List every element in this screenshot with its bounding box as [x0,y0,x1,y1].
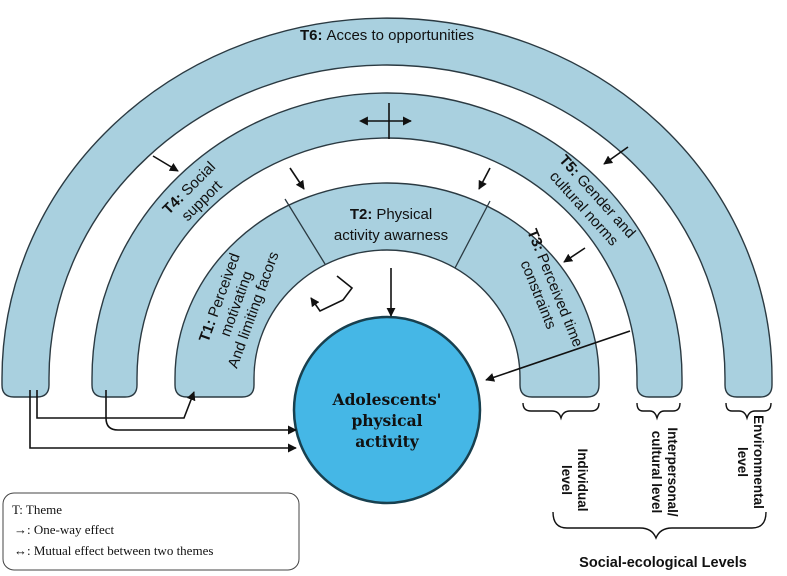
t6-label: T6:Acces to opportunities [300,27,474,44]
svg-text:Individual: Individual [575,448,590,511]
arrow-t6-base-to-t1 [36,390,196,419]
arrow-t6-to-t4 [152,155,179,172]
legend-box [2,492,300,571]
social-ecological-levels-title: Social-ecological Levels [579,555,747,571]
arrow-t4-to-t2 [289,167,305,190]
adolescents-physical-activity-circle [292,315,482,505]
svg-text:Environmental: Environmental [751,415,766,509]
label-individual-level: Individual level [559,448,590,511]
t2-label: T2:Physical activity awarness [334,206,448,244]
svg-text:activity: activity [355,432,420,451]
svg-text:Adolescents': Adolescents' [332,390,442,409]
legend-mutual: ↔: Mutual effect between two themes [14,543,213,558]
arrow-t5-to-t3 [563,247,586,263]
arrow-t4-base-to-center [105,390,297,435]
svg-text:cultural level: cultural level [649,431,664,514]
svg-text:level: level [559,465,574,495]
svg-text:T2:Physical: T2:Physical [350,206,432,223]
arrow-t6-to-t5 [603,146,629,165]
svg-text:Interpersonal/: Interpersonal/ [665,427,680,517]
brace-interpersonal [636,402,681,421]
svg-text:physical: physical [351,411,422,430]
label-environmental-level: Environmental level [735,415,766,509]
svg-text:activity awarness: activity awarness [334,227,448,244]
center-label: Adolescents' physical activity [332,390,442,451]
band-individual-t1-t2-t3 [174,182,600,398]
arrow-t6-base-to-center [29,390,297,453]
brace-individual [522,402,600,421]
t1-loop-arrow [310,275,354,313]
svg-text:level: level [735,447,750,477]
divider-t1-t2 [284,198,326,265]
legend: T: Theme →: One-way effect ↔: Mutual eff… [2,492,300,571]
divider-t2-t3 [454,200,491,269]
band-environmental-t6 [1,17,773,398]
label-interpersonal-level: Interpersonal/ cultural level [649,427,680,517]
band-interpersonal-t4-t5 [91,92,683,398]
arrow-environment-to-center [485,330,631,382]
legend-theme: T: Theme [12,502,62,517]
brace-environmental [725,402,772,421]
brace-social-ecological [552,511,767,540]
arrow-t5-to-t2 [478,167,491,190]
legend-one-way: →: One-way effect [14,522,114,537]
